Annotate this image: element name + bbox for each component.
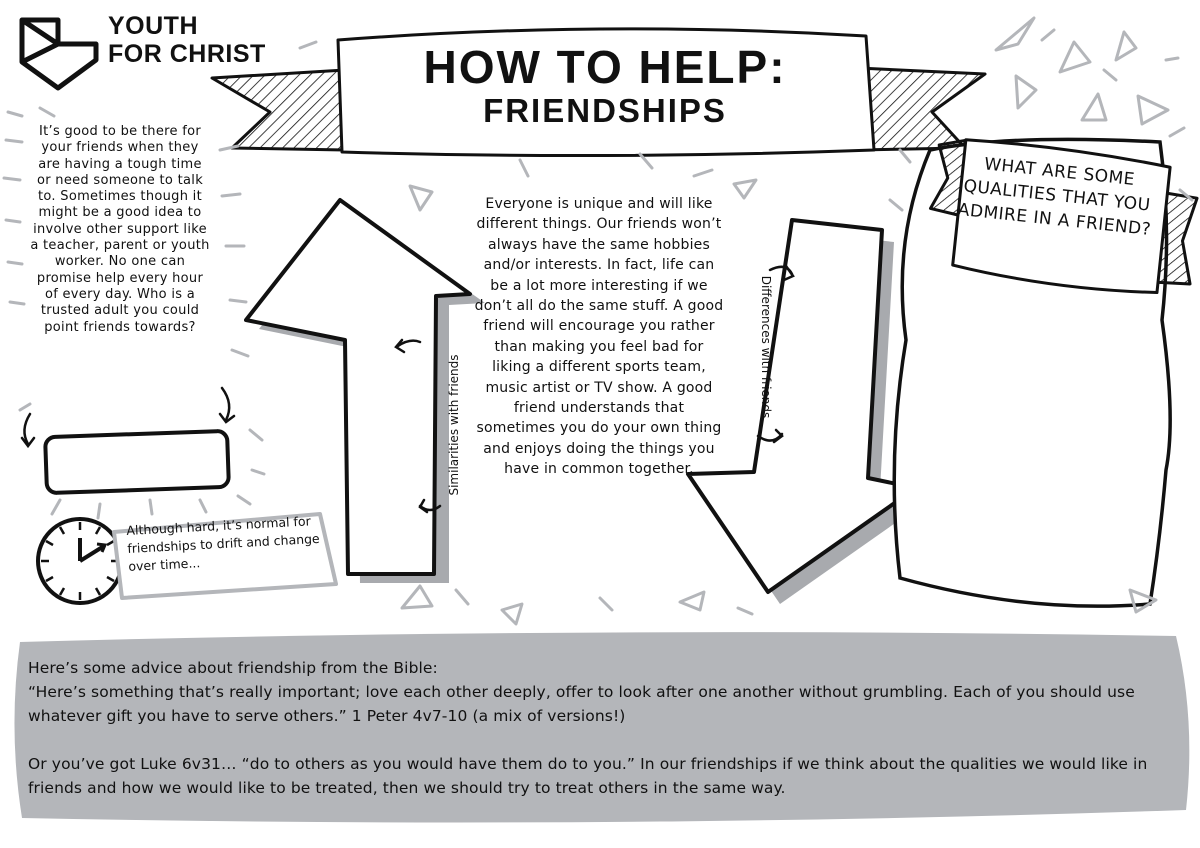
- bible-advice-panel: [14, 632, 1190, 823]
- drift-note-banner: [112, 512, 338, 600]
- bible-quote: “Here’s something that’s really importan…: [28, 683, 1135, 725]
- drift-note-text: Although hard, it’s normal for friendshi…: [126, 513, 321, 574]
- trusted-adult-text: It’s good to be there for your friends w…: [30, 124, 210, 335]
- differences-label: Differences with friends: [759, 275, 773, 419]
- left-text-rays: [2, 106, 266, 520]
- logo-line-1: YOUTH: [108, 12, 198, 40]
- bible-intro: Here’s some advice about friendship from…: [28, 659, 438, 677]
- logo-line-2: FOR CHRIST: [108, 40, 266, 68]
- bible-second-quote: Or you’ve got Luke 6v31… “do to others a…: [28, 755, 1148, 797]
- differences-arrow: [686, 218, 928, 604]
- title-banner: [210, 27, 987, 158]
- bible-advice-text: Here’s some advice about friendship from…: [28, 656, 1180, 800]
- page-subtitle: FRIENDSHIPS: [483, 92, 727, 129]
- question-banner: [929, 138, 1199, 295]
- similarities-arrow: [244, 198, 485, 583]
- logo-wordmark: YOUTH FOR CHRIST: [108, 12, 266, 68]
- uniqueness-text: Everyone is unique and will like differe…: [474, 196, 724, 478]
- clock-icon: [36, 517, 124, 605]
- similarities-label: Similarities with friends: [447, 354, 461, 496]
- page-title: HOW TO HELP:: [423, 41, 787, 93]
- curly-arrow-icons: [20, 386, 236, 449]
- differences-bracket-icon: [756, 264, 795, 444]
- arrowhead-doodle-icons: [298, 16, 1194, 626]
- similarities-bracket-icon: [394, 338, 442, 514]
- yfc-logo-icon: [19, 17, 99, 91]
- trusted-adult-answer-box[interactable]: [43, 429, 231, 495]
